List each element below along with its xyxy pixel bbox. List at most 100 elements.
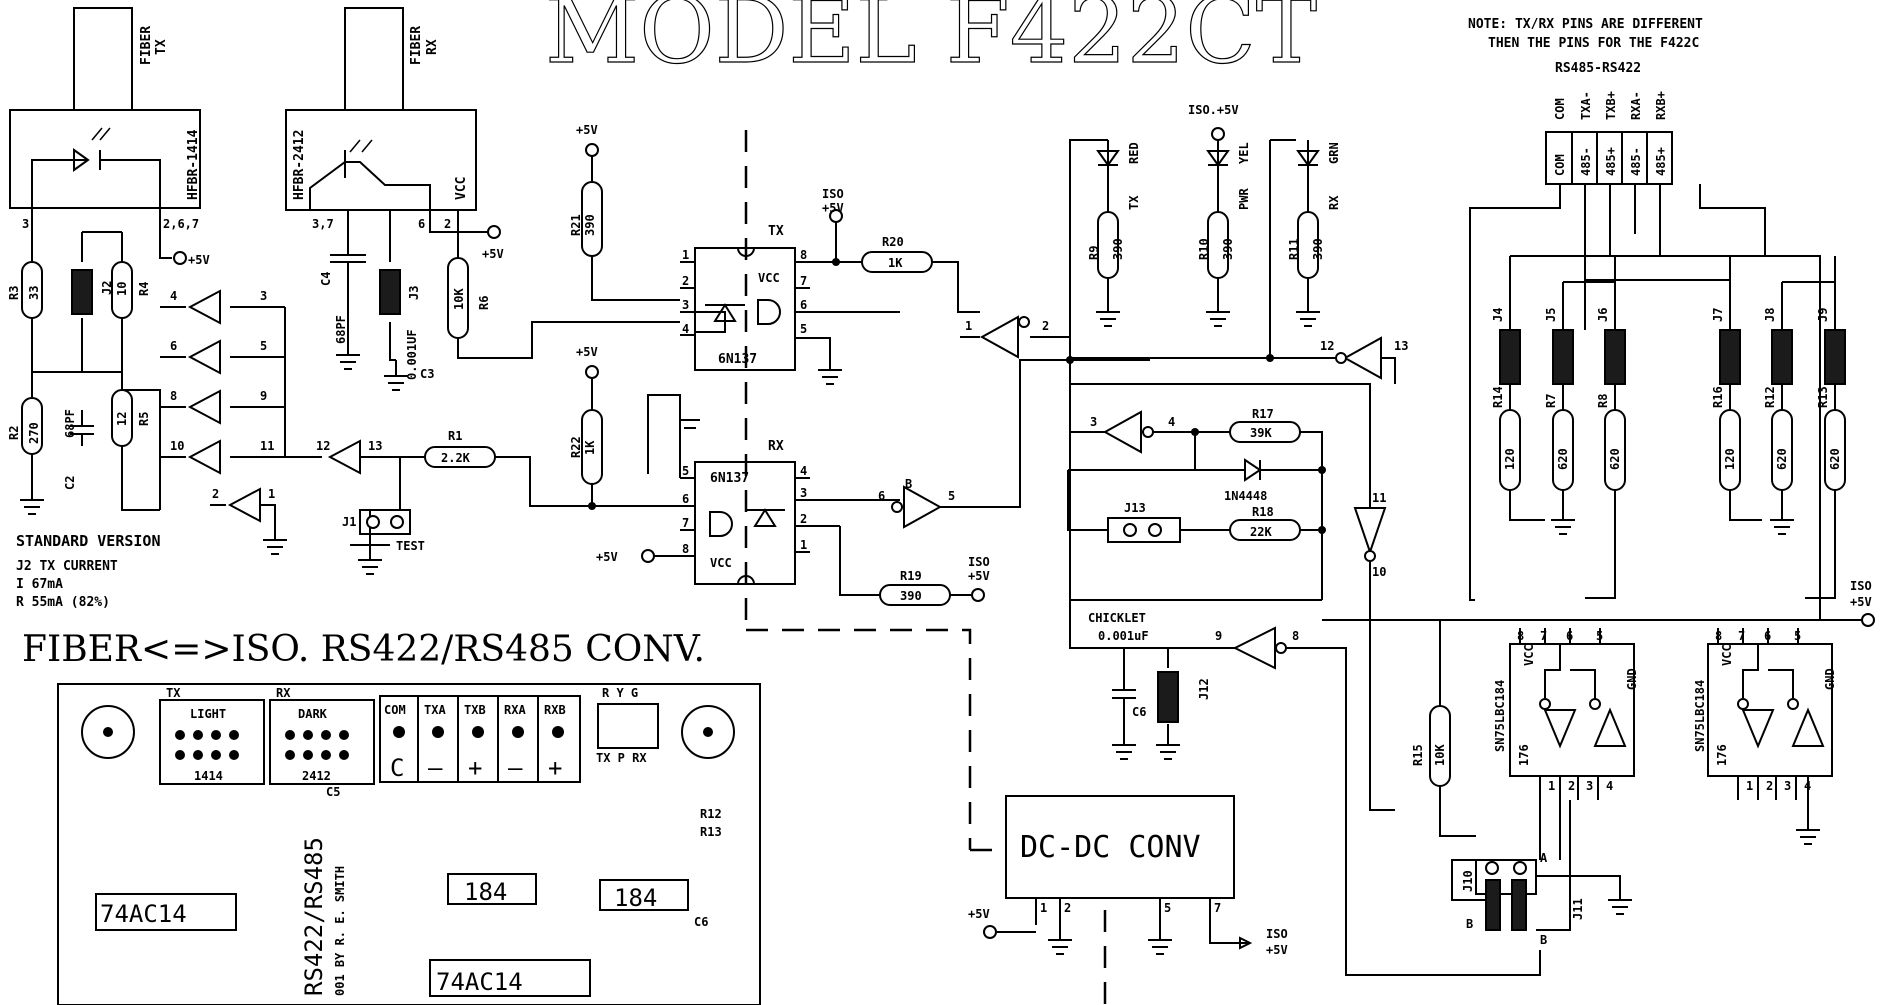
svg-text:R13: R13 <box>1816 386 1830 408</box>
svg-text:+5V: +5V <box>188 253 210 267</box>
svg-text:R10: R10 <box>1197 238 1211 260</box>
svg-text:485+: 485+ <box>1604 147 1618 176</box>
svg-text:7: 7 <box>682 516 689 530</box>
svg-text:1: 1 <box>1040 901 1047 915</box>
svg-text:J1: J1 <box>342 515 356 529</box>
pcb-layout: TX RX LIGHT DARK 1414 2412 COM TXA TXB R… <box>57 683 761 1005</box>
svg-text:1: 1 <box>682 248 689 262</box>
svg-text:1K: 1K <box>888 256 903 270</box>
svg-text:2: 2 <box>1766 779 1773 793</box>
svg-text:+: + <box>468 754 482 782</box>
svg-text:R12: R12 <box>700 807 722 821</box>
rs485-connector: COM 485- 485+ 485- 485+ COM TXA- TXB+ RX… <box>1469 91 1821 620</box>
svg-text:J9: J9 <box>1816 308 1830 322</box>
status-led-block: RED TX 390 R9 ISO.+5V YEL PWR 390 R10 GR… <box>1066 103 1341 364</box>
svg-text:COM: COM <box>384 703 406 717</box>
svg-text:6: 6 <box>878 489 885 503</box>
termination-network: J4 J5 J6 120 620 620 R14 R7 R8 J7 J8 J9 … <box>1491 184 1846 599</box>
svg-text:+5V: +5V <box>576 123 598 137</box>
title: MODEL F422CT <box>545 0 1317 84</box>
svg-text:1: 1 <box>1548 779 1555 793</box>
svg-text:B: B <box>1466 917 1473 931</box>
svg-text:390: 390 <box>1111 238 1125 260</box>
svg-text:RXB: RXB <box>544 703 566 717</box>
svg-text:R3: R3 <box>7 286 21 300</box>
svg-text:J3: J3 <box>407 286 421 300</box>
svg-text:R21: R21 <box>569 214 583 236</box>
svg-text:I 67mA: I 67mA <box>16 577 63 592</box>
svg-text:HFBR-2412: HFBR-2412 <box>292 130 307 200</box>
svg-text:R9: R9 <box>1087 246 1101 260</box>
svg-text:TXB: TXB <box>464 703 486 717</box>
svg-text:39K: 39K <box>1250 426 1272 440</box>
svg-text:68PF: 68PF <box>334 315 348 344</box>
svg-text:5: 5 <box>1596 629 1603 643</box>
svg-text:R5: R5 <box>137 412 151 426</box>
svg-text:VCC: VCC <box>758 271 780 285</box>
svg-text:+5V: +5V <box>1266 943 1288 957</box>
svg-text:COM: COM <box>1553 154 1567 176</box>
svg-text:120: 120 <box>1503 448 1517 470</box>
fiber-rx-module: FIBER RX HFBR-2412 VCC 3,7 6 2 <box>285 7 477 231</box>
isolation-barrier <box>744 130 1107 1005</box>
svg-text:+5V: +5V <box>968 907 990 921</box>
svg-text:LIGHT: LIGHT <box>190 707 226 721</box>
svg-text:J10: J10 <box>1461 870 1475 892</box>
svg-text:SN75LBC184: SN75LBC184 <box>1493 680 1507 752</box>
svg-text:STANDARD VERSION: STANDARD VERSION <box>16 532 161 550</box>
svg-text:A: A <box>1540 851 1548 865</box>
svg-text:184: 184 <box>614 884 657 912</box>
svg-text:R Y G: R Y G <box>602 686 638 700</box>
svg-text:3: 3 <box>1784 779 1791 793</box>
svg-text:2.2K: 2.2K <box>441 451 471 465</box>
svg-text:COM: COM <box>1553 98 1567 120</box>
svg-text:12: 12 <box>316 439 330 453</box>
svg-text:2: 2 <box>444 217 451 231</box>
svg-text:12: 12 <box>115 412 129 426</box>
svg-text:4: 4 <box>1606 779 1613 793</box>
svg-text:R16: R16 <box>1711 386 1725 408</box>
svg-text:176: 176 <box>1715 744 1729 766</box>
svg-text:DC-DC CONV: DC-DC CONV <box>1020 830 1201 865</box>
svg-text:C6: C6 <box>1132 705 1146 719</box>
svg-text:+5V: +5V <box>1850 595 1872 609</box>
svg-text:J6: J6 <box>1596 308 1610 322</box>
svg-text:J4: J4 <box>1491 308 1505 322</box>
svg-text:3: 3 <box>1586 779 1593 793</box>
svg-text:J2: J2 <box>100 281 114 295</box>
svg-text:+5V: +5V <box>968 569 990 583</box>
svg-text:J8: J8 <box>1763 308 1777 322</box>
svg-text:13: 13 <box>1394 339 1408 353</box>
svg-text:TX: TX <box>166 686 181 700</box>
svg-text:22K: 22K <box>1250 525 1272 539</box>
svg-text:C2: C2 <box>63 476 77 490</box>
svg-text:74AC14: 74AC14 <box>436 968 523 996</box>
svg-text:485+: 485+ <box>1654 147 1668 176</box>
svg-text:4: 4 <box>170 289 177 303</box>
svg-text:2: 2 <box>1042 319 1049 333</box>
svg-text:6: 6 <box>682 492 689 506</box>
svg-text:3: 3 <box>260 289 267 303</box>
svg-text:R13: R13 <box>700 825 722 839</box>
svg-text:ISO.+5V: ISO.+5V <box>1188 103 1239 117</box>
svg-text:R7: R7 <box>1544 394 1558 408</box>
svg-text:7: 7 <box>800 274 807 288</box>
svg-text:2: 2 <box>800 512 807 526</box>
svg-text:C6: C6 <box>694 915 708 929</box>
svg-text:7: 7 <box>1214 901 1221 915</box>
svg-text:2: 2 <box>212 487 219 501</box>
svg-text:4: 4 <box>800 464 807 478</box>
svg-text:GND: GND <box>1625 668 1639 690</box>
svg-text:8: 8 <box>170 389 177 403</box>
svg-text:VCC: VCC <box>710 556 732 570</box>
svg-text:9: 9 <box>260 389 267 403</box>
svg-text:0.001uF: 0.001uF <box>1098 629 1149 643</box>
